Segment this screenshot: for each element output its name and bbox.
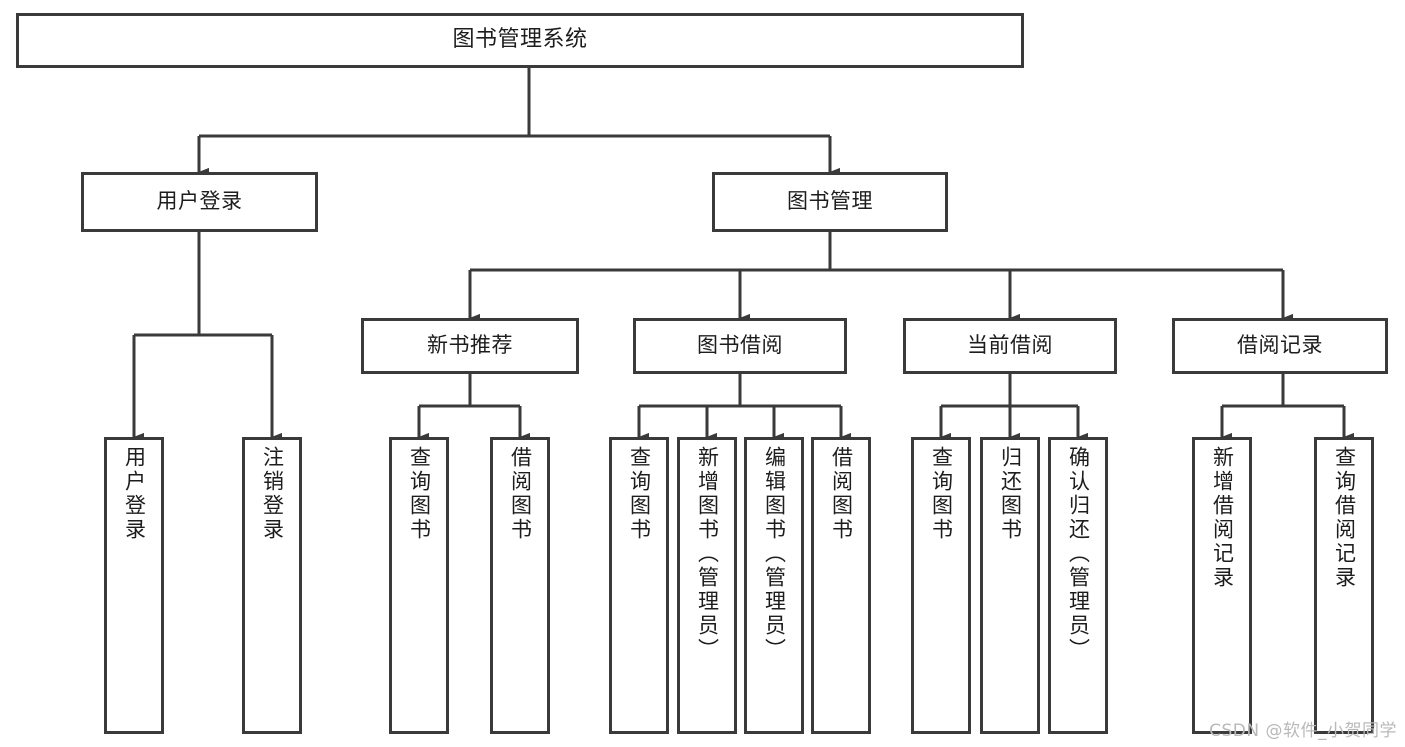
node-borrow-record[interactable]: 借阅记录 (1172, 318, 1388, 374)
node-label: 新增图书（管理员） (695, 446, 720, 662)
leaf-user-login[interactable]: 用户登录 (104, 437, 164, 734)
node-label: 用户登录 (122, 446, 147, 542)
node-label: 查询图书 (929, 446, 954, 542)
leaf-borrow-add-book-admin[interactable]: 新增图书（管理员） (677, 437, 737, 734)
node-book-management[interactable]: 图书管理 (712, 172, 948, 232)
leaf-current-return-book[interactable]: 归还图书 (980, 437, 1040, 734)
node-label: 注销登录 (260, 446, 285, 542)
node-root-book-management-system[interactable]: 图书管理系统 (16, 13, 1024, 68)
node-label: 归还图书 (998, 446, 1023, 542)
node-label: 图书借阅 (697, 333, 783, 358)
leaf-borrow-edit-book-admin[interactable]: 编辑图书（管理员） (744, 437, 804, 734)
node-label: 借阅图书 (508, 446, 533, 542)
node-label: 当前借阅 (967, 333, 1053, 358)
node-label: 查询图书 (627, 446, 652, 542)
node-current-borrow[interactable]: 当前借阅 (903, 318, 1117, 374)
node-label: 图书管理系统 (452, 27, 588, 53)
node-book-borrow[interactable]: 图书借阅 (633, 318, 847, 374)
node-label: 图书管理 (787, 189, 873, 214)
node-user-login[interactable]: 用户登录 (81, 172, 318, 232)
node-label: 查询借阅记录 (1332, 446, 1357, 590)
leaf-borrow-borrow-book[interactable]: 借阅图书 (811, 437, 871, 734)
node-label: 借阅记录 (1237, 333, 1323, 358)
node-label: 编辑图书（管理员） (762, 446, 787, 662)
leaf-user-logout[interactable]: 注销登录 (242, 437, 302, 734)
node-label: 新增借阅记录 (1210, 446, 1235, 590)
leaf-current-query-book[interactable]: 查询图书 (911, 437, 971, 734)
leaf-record-query-borrow-record[interactable]: 查询借阅记录 (1314, 437, 1374, 734)
leaf-borrow-query-book[interactable]: 查询图书 (609, 437, 669, 734)
leaf-recommend-query-book[interactable]: 查询图书 (389, 437, 449, 734)
leaf-record-add-borrow-record[interactable]: 新增借阅记录 (1192, 437, 1252, 734)
csdn-watermark: CSDN @软件_小贺同学 (1209, 721, 1397, 741)
leaf-recommend-borrow-book[interactable]: 借阅图书 (490, 437, 550, 734)
node-label: 查询图书 (407, 446, 432, 542)
node-label: 用户登录 (156, 189, 243, 214)
leaf-current-confirm-return-admin[interactable]: 确认归还（管理员） (1048, 437, 1108, 734)
node-label: 确认归还（管理员） (1066, 446, 1091, 662)
node-label: 新书推荐 (427, 333, 513, 358)
node-new-book-recommend[interactable]: 新书推荐 (361, 318, 579, 374)
node-label: 借阅图书 (829, 446, 854, 542)
